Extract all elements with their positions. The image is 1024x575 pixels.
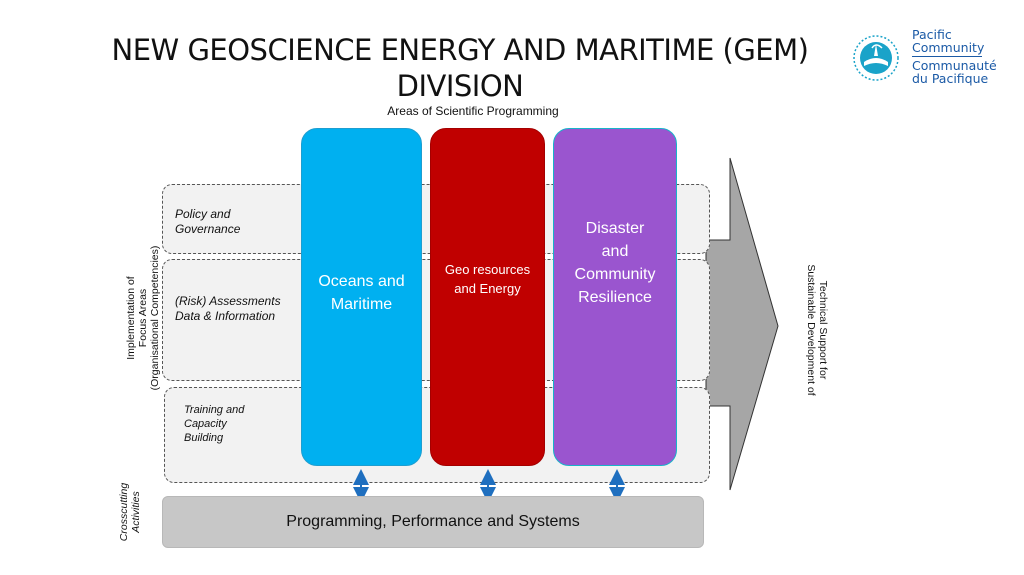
technical-support-label: Technical Support for Sustainable Develo… bbox=[805, 264, 829, 396]
title-line-2: DIVISION bbox=[396, 69, 524, 103]
programming-performance-systems-bar: Programming, Performance and Systems bbox=[162, 496, 704, 548]
pillar-geo-label: Geo resources and Energy bbox=[444, 262, 531, 296]
page-title: NEW GEOSCIENCE ENERGY AND MARITIME (GEM)… bbox=[40, 32, 880, 104]
big-right-arrow bbox=[705, 157, 779, 491]
pacific-community-logo: Pacific Community Communauté du Pacifiqu… bbox=[850, 28, 1010, 88]
logo-divider bbox=[912, 56, 982, 57]
logo-emblem-icon bbox=[853, 35, 899, 81]
band-label-training: Training and Capacity Building bbox=[184, 403, 244, 445]
pillar-oceans-maritime: Oceans and Maritime bbox=[301, 128, 422, 466]
title-line-1: NEW GEOSCIENCE ENERGY AND MARITIME (GEM) bbox=[111, 33, 809, 67]
logo-line-1: Pacific bbox=[912, 27, 952, 42]
pillar-disaster-label: Disaster and Community Resilience bbox=[574, 220, 656, 306]
crosscutting-activities-label: Crosscutting Activities bbox=[118, 482, 142, 542]
band-label-policy: Policy and Governance bbox=[175, 207, 240, 237]
pillar-geo-resources-energy: Geo resources and Energy bbox=[430, 128, 545, 466]
bottom-bar-label: Programming, Performance and Systems bbox=[286, 513, 580, 530]
band-label-training-text: Training and Capacity Building bbox=[184, 404, 245, 444]
logo-line-2: Community bbox=[912, 40, 985, 55]
pillar-oceans-label: Oceans and Maritime bbox=[318, 273, 405, 313]
band-label-policy-text: Policy and Governance bbox=[175, 207, 241, 236]
logo-line-4: du Pacifique bbox=[912, 71, 989, 86]
pillar-disaster-resilience: Disaster and Community Resilience bbox=[553, 128, 677, 466]
band-label-risk: (Risk) Assessments Data & Information bbox=[175, 294, 281, 324]
implementation-focus-areas-label: Implementation of Focus Areas (Organisat… bbox=[125, 245, 161, 391]
band-label-risk-text: (Risk) Assessments Data & Information bbox=[175, 294, 281, 323]
logo-text: Pacific Community Communauté du Pacifiqu… bbox=[912, 28, 997, 85]
subtitle: Areas of Scientific Programming bbox=[387, 104, 559, 118]
logo-line-3: Communauté bbox=[912, 58, 997, 73]
